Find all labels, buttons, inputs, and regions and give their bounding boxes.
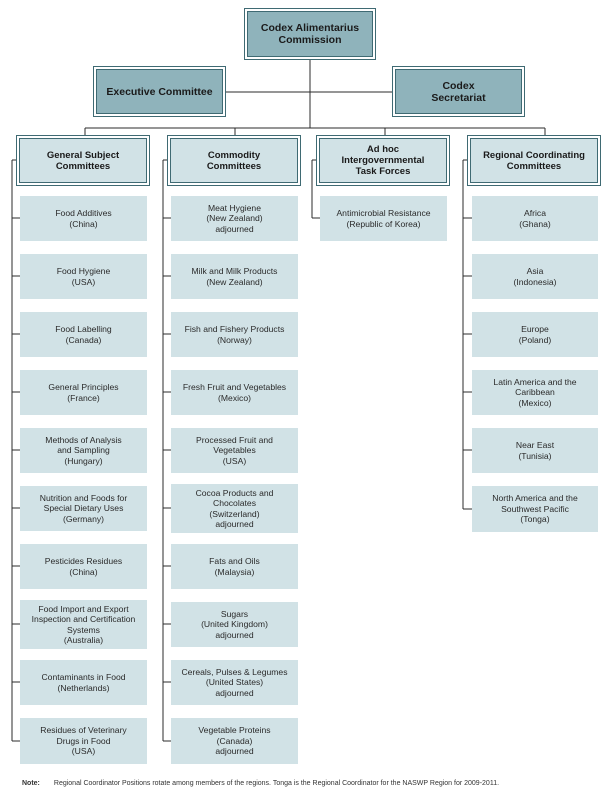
region-north-america-sw-pacific: North America and the Southwest Pacific …: [472, 486, 598, 532]
committee-fish-fishery: Fish and Fishery Products (Norway): [171, 312, 298, 357]
committee-contaminants-in-food: Contaminants in Food (Netherlands): [20, 660, 147, 705]
committee-food-hygiene: Food Hygiene (USA): [20, 254, 147, 299]
committee-fresh-fruit-vegetables: Fresh Fruit and Vegetables (Mexico): [171, 370, 298, 415]
codex-secretariat-box: Codex Secretariat: [393, 67, 524, 116]
regional-coordinating-committees-header: Regional Coordinating Committees: [468, 136, 600, 185]
committee-methods-of-analysis: Methods of Analysis and Sampling (Hungar…: [20, 428, 147, 473]
general-subject-committees-header: General Subject Committees: [17, 136, 149, 185]
adhoc-task-forces-header: Ad hoc Intergovernmental Task Forces: [317, 136, 449, 185]
committee-milk-products: Milk and Milk Products (New Zealand): [171, 254, 298, 299]
footnote-label: Note:: [22, 780, 40, 787]
codex-commission-box: Codex Alimentarius Commission: [245, 9, 375, 59]
committee-fats-oils: Fats and Oils (Malaysia): [171, 544, 298, 589]
footnote: Note: Regional Coordinator Positions rota…: [22, 779, 602, 788]
region-africa: Africa (Ghana): [472, 196, 598, 241]
committee-meat-hygiene: Meat Hygiene (New Zealand) adjourned: [171, 196, 298, 241]
committee-vegetable-proteins: Vegetable Proteins (Canada) adjourned: [171, 718, 298, 764]
region-europe: Europe (Poland): [472, 312, 598, 357]
footnote-text: Regional Coordinator Positions rotate am…: [53, 780, 500, 787]
committee-sugars: Sugars (United Kingdom) adjourned: [171, 602, 298, 647]
executive-committee-box: Executive Committee: [94, 67, 225, 116]
committee-food-additives: Food Additives (China): [20, 196, 147, 241]
committee-general-principles: General Principles (France): [20, 370, 147, 415]
taskforce-antimicrobial-resistance: Antimicrobial Resistance (Republic of Ko…: [320, 196, 447, 241]
committee-processed-fruit-vegetables: Processed Fruit and Vegetables (USA): [171, 428, 298, 473]
region-latin-america-caribbean: Latin America and the Caribbean (Mexico): [472, 370, 598, 415]
committee-nutrition-special-dietary: Nutrition and Foods for Special Dietary …: [20, 486, 147, 531]
region-near-east: Near East (Tunisia): [472, 428, 598, 473]
committee-food-labelling: Food Labelling (Canada): [20, 312, 147, 357]
region-asia: Asia (Indonesia): [472, 254, 598, 299]
commodity-committees-header: Commodity Committees: [168, 136, 300, 185]
committee-cocoa-chocolates: Cocoa Products and Chocolates (Switzerla…: [171, 484, 298, 533]
committee-food-import-export: Food Import and Export Inspection and Ce…: [20, 600, 147, 649]
committee-residues-veterinary-drugs: Residues of Veterinary Drugs in Food (US…: [20, 718, 147, 764]
committee-cereals-pulses-legumes: Cereals, Pulses & Legumes (United States…: [171, 660, 298, 705]
committee-pesticides-residues: Pesticides Residues (China): [20, 544, 147, 589]
